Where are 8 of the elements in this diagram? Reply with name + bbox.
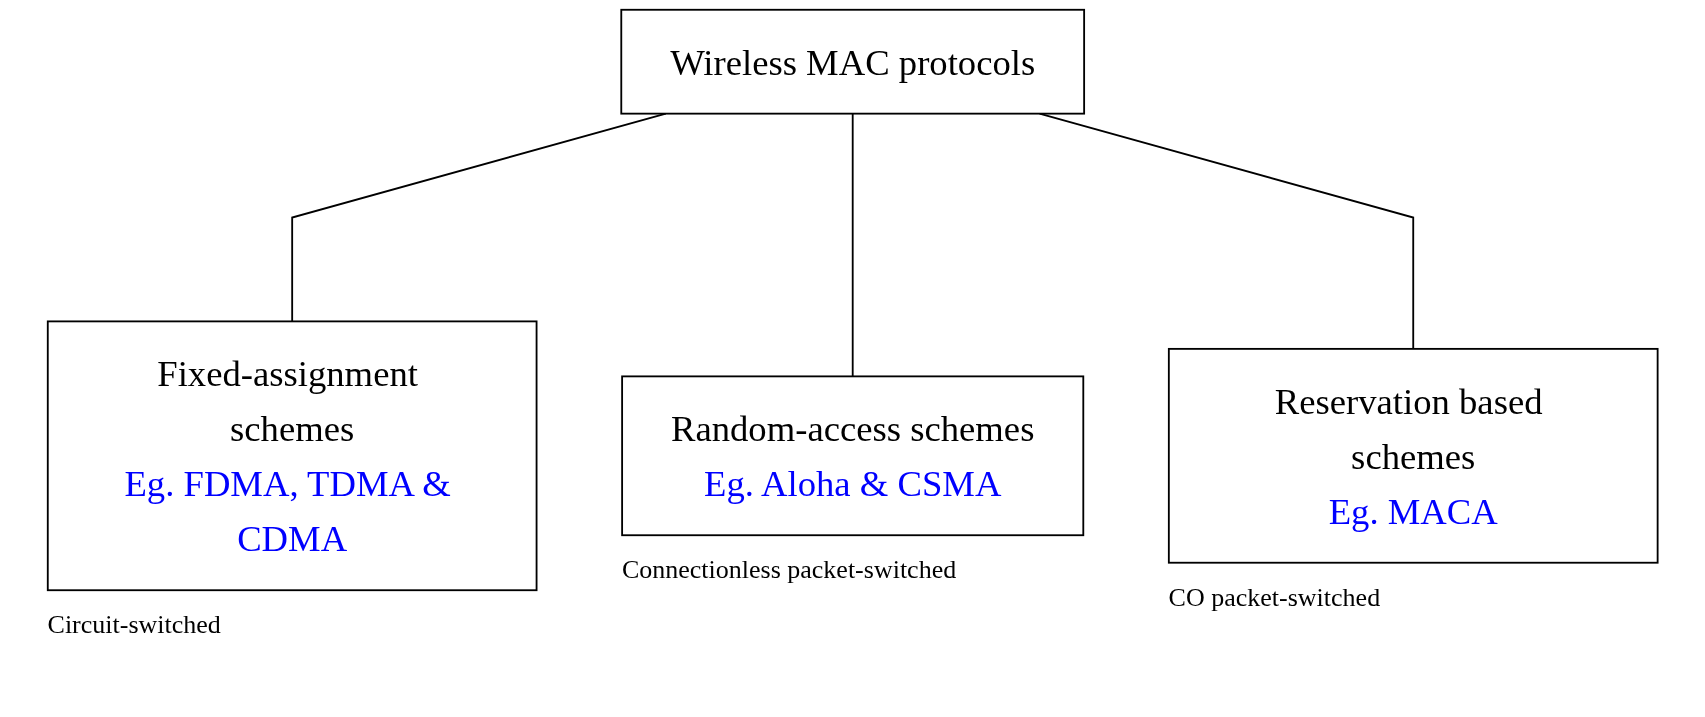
node-box: Reservation based schemes Eg. MACA — [1167, 347, 1659, 564]
node-box: Fixed-assignment schemes Eg. FDMA, TDMA & CDMA — [46, 320, 538, 592]
node-caption: CO packet-switched — [1168, 582, 1381, 613]
node-box: Wireless MAC protocols — [620, 8, 1085, 115]
connector — [851, 112, 854, 378]
node-caption: Circuit-switched — [47, 610, 221, 641]
node-caption: Connectionless packet-switched — [621, 555, 957, 586]
node-box: Random-access schemes Eg. Aloha & CSMA — [620, 375, 1084, 537]
